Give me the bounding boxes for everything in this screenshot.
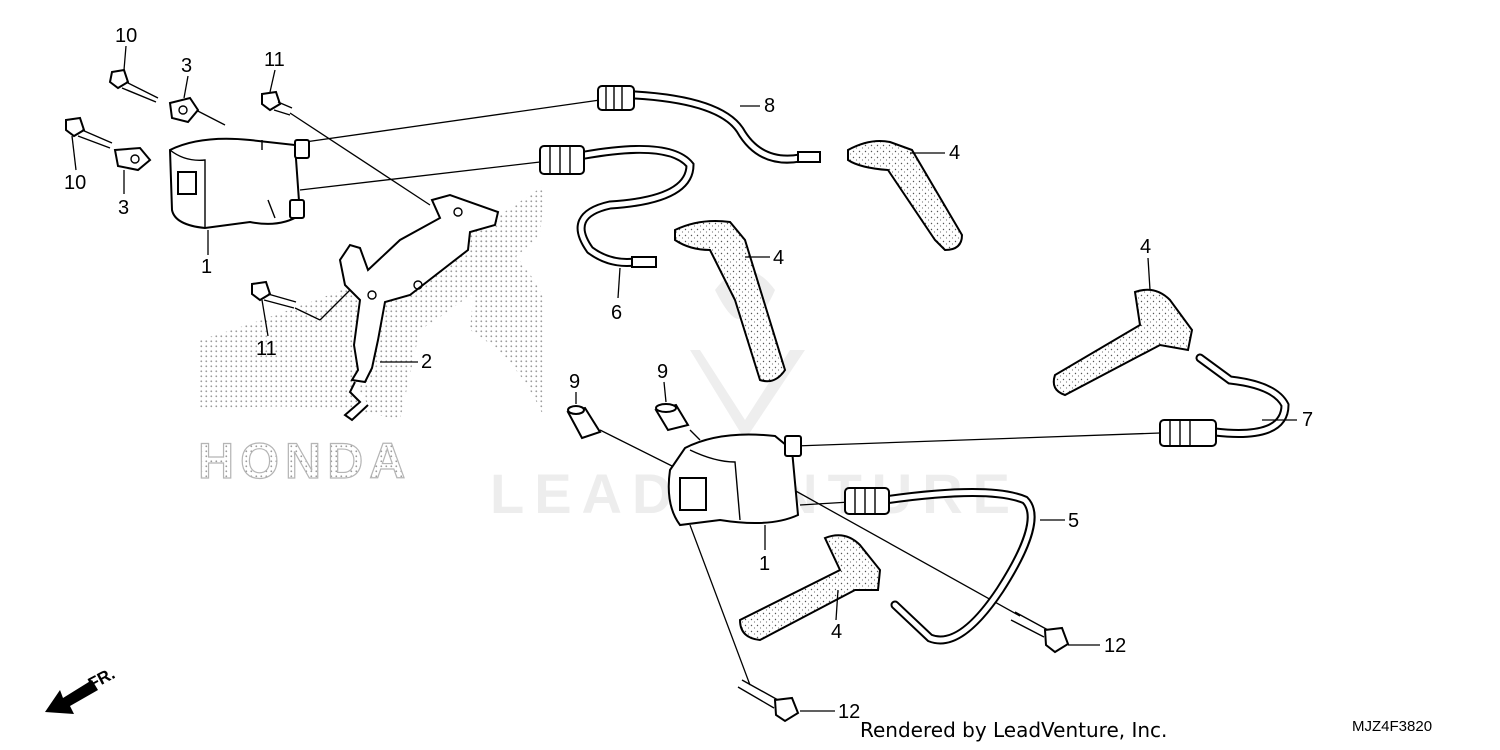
plug-cap-upper-right [847, 140, 964, 252]
high-tension-cable-8 [597, 85, 821, 164]
clamp-lower [113, 146, 152, 172]
callout-12-right: 12 [1104, 635, 1126, 657]
callout-leaders [71, 45, 1297, 712]
high-tension-cable-6 [539, 144, 695, 268]
callout-7: 7 [1302, 409, 1313, 431]
callout-11-lower: 11 [256, 338, 277, 360]
callout-9-left: 9 [569, 371, 580, 393]
diagram-code: MJZ4F3820 [1352, 718, 1433, 735]
high-tension-cable-7 [1159, 353, 1290, 447]
callout-1-right: 1 [759, 553, 770, 575]
callout-8: 8 [764, 95, 775, 117]
bolt-12-right [1010, 611, 1070, 654]
leader-lines [189, 99, 1161, 686]
callout-6: 6 [611, 302, 622, 324]
callout-1-left: 1 [201, 256, 212, 278]
callout-3-upper: 3 [181, 55, 192, 77]
ignition-coil-left [168, 137, 310, 230]
ignition-coil-right [667, 433, 802, 527]
collar-9-left [566, 405, 602, 440]
callout-numbers: 10 10 3 3 11 11 1 2 8 6 4 4 4 4 9 9 7 5 … [64, 25, 1313, 723]
callout-4-middle: 4 [773, 247, 784, 269]
front-direction-arrow: FR. [45, 664, 118, 714]
callout-4-upper-right: 4 [949, 142, 960, 164]
clamp-upper [168, 96, 200, 124]
callout-9-right: 9 [657, 361, 668, 383]
bolt-10-lower [65, 116, 113, 149]
coil-bracket [338, 193, 500, 422]
bolt-11-upper [261, 90, 293, 116]
bolt-10-upper [108, 68, 159, 103]
callout-10-upper: 10 [115, 25, 137, 47]
callout-12-bottom: 12 [838, 701, 860, 723]
callout-11-upper: 11 [264, 49, 285, 71]
callout-4-bottom: 4 [831, 621, 842, 643]
plug-cap-bottom [738, 534, 882, 642]
callout-5: 5 [1068, 510, 1079, 532]
callout-10-lower: 10 [64, 172, 86, 194]
callout-4-right: 4 [1140, 236, 1151, 258]
plug-cap-right [1052, 288, 1194, 397]
plug-cap-middle [674, 220, 787, 383]
honda-logo-text: HONDA [198, 433, 411, 489]
rendered-by-credit: Rendered by LeadVenture, Inc. [860, 718, 1168, 742]
bolt-11-lower [251, 280, 297, 309]
bolt-12-bottom [737, 679, 800, 723]
high-tension-cable-5 [844, 487, 1036, 645]
collar-9-right [654, 403, 690, 432]
callout-3-lower: 3 [118, 197, 129, 219]
callout-2: 2 [421, 351, 432, 373]
